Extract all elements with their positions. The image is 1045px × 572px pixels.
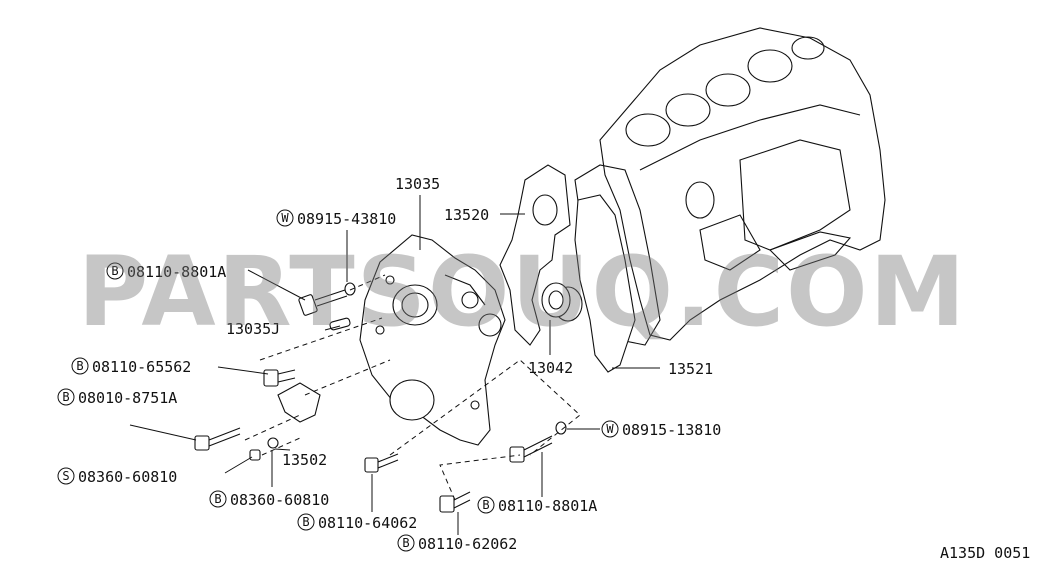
callout-2: W 08915-43810 <box>276 209 396 228</box>
callout-16: 13521 <box>668 360 713 378</box>
callout-number: 08110-65562 <box>92 358 191 376</box>
callout-number: 13042 <box>528 359 573 377</box>
bolt-upper-drawing <box>298 289 348 316</box>
screw-08360-60810-drawing <box>249 449 261 461</box>
callout-number: 08915-43810 <box>297 210 396 228</box>
callout-number: 13520 <box>444 206 489 224</box>
bolt-08110-62062-drawing <box>439 491 471 513</box>
callout-prefix: B <box>482 498 489 512</box>
callout-5: B 08110-65562 <box>71 357 191 376</box>
callout-7: S 08360-60810 <box>57 467 177 486</box>
callout-number: 13035J <box>226 320 280 338</box>
callout-8: 13502 <box>282 451 327 469</box>
callout-4: 13035J <box>226 320 280 338</box>
callout-15: 13520 <box>444 206 489 224</box>
dowel-pin-13035j-drawing <box>329 317 351 331</box>
callout-prefix: B <box>62 390 69 404</box>
callout-prefix: B <box>214 492 221 506</box>
bolt-08010-8751a-drawing <box>194 427 241 451</box>
bolt-08110-64062-drawing <box>364 453 399 473</box>
assembly-dashed-lines <box>244 274 581 501</box>
callout-1: 13035 <box>395 175 440 193</box>
callout-number: 08110-64062 <box>318 514 417 532</box>
oil-seal-13042-drawing <box>541 282 583 322</box>
bracket-13502-drawing <box>277 382 321 423</box>
callout-prefix: B <box>402 536 409 550</box>
callout-14: 13042 <box>528 359 573 377</box>
bolt-08110-8801a-lower-drawing <box>509 435 553 463</box>
washer-08360-60810-drawing <box>267 437 279 449</box>
callout-prefix: S <box>62 469 69 483</box>
callout-number: 08110-62062 <box>418 535 517 553</box>
callout-13: W 08915-13810 <box>601 420 721 439</box>
front-cover-13035-drawing <box>359 234 506 446</box>
callout-number: 13502 <box>282 451 327 469</box>
figure-code: A135D 0051 <box>940 544 1030 562</box>
callout-3: B 08110-8801A <box>106 262 226 281</box>
leader-lines <box>129 195 660 535</box>
callout-6: B 08010-8751A <box>57 388 177 407</box>
callout-10: B 08110-64062 <box>297 513 417 532</box>
gasket-13520-drawing <box>499 164 571 346</box>
callout-prefix: B <box>76 359 83 373</box>
callout-number: 13521 <box>668 360 713 378</box>
callout-9: B 08360-60810 <box>209 490 329 509</box>
washer-upper-drawing <box>344 282 356 296</box>
callout-number: 13035 <box>395 175 440 193</box>
callout-number: 08915-13810 <box>622 421 721 439</box>
callout-prefix: B <box>111 264 118 278</box>
callout-number: 08110-8801A <box>127 263 226 281</box>
callout-prefix: W <box>281 211 289 225</box>
callout-11: B 08110-62062 <box>397 534 517 553</box>
callout-prefix: B <box>302 515 309 529</box>
callout-number: 08360-60810 <box>78 468 177 486</box>
engine-block-drawing <box>574 27 886 346</box>
callout-prefix: W <box>606 422 614 436</box>
callout-number: 08360-60810 <box>230 491 329 509</box>
callout-12: B 08110-8801A <box>477 496 597 515</box>
callout-number: 08110-8801A <box>498 497 597 515</box>
bolt-08110-65562-drawing <box>263 369 296 387</box>
washer-08915-13810-drawing <box>555 421 567 435</box>
callout-number: 08010-8751A <box>78 389 177 407</box>
